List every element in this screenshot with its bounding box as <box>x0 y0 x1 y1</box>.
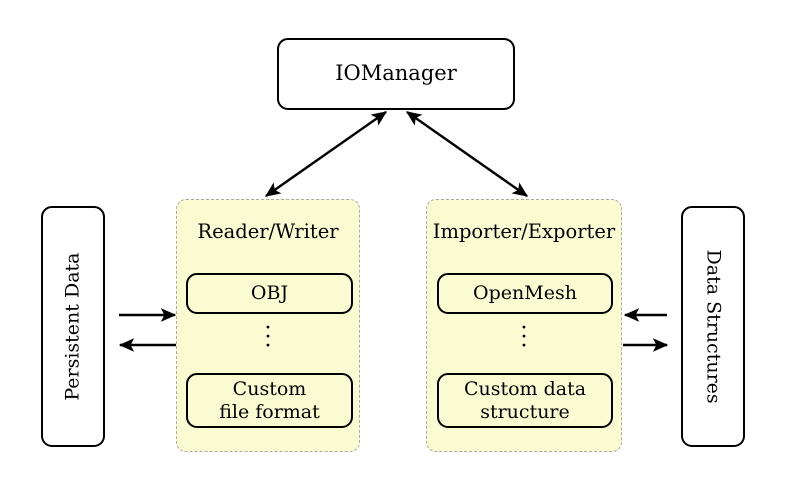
panel-reader-writer-item-custom-file-format-line2: file format <box>219 400 320 423</box>
panel-reader-writer-item-custom-file-format[interactable]: Custom file format <box>186 373 353 428</box>
panel-importer-exporter-title: Importer/Exporter <box>432 220 616 243</box>
node-data-structures-label: Data Structures <box>702 249 725 404</box>
connector-iomanager-importer-exporter <box>405 111 529 197</box>
panel-reader-writer[interactable]: Reader/Writer OBJ · · · Custom file form… <box>176 199 360 452</box>
node-iomanager[interactable]: IOManager <box>277 38 515 110</box>
node-persistent-data[interactable]: Persistent Data <box>41 206 105 447</box>
panel-reader-writer-title: Reader/Writer <box>197 220 339 243</box>
panel-reader-writer-ellipsis: · · · <box>264 316 272 360</box>
panel-reader-writer-item-custom-file-format-line1: Custom <box>232 378 307 401</box>
panel-importer-exporter-item-openmesh-label: OpenMesh <box>473 282 577 305</box>
panel-importer-exporter-item-custom-data-structure-line2: structure <box>480 400 570 423</box>
node-data-structures[interactable]: Data Structures <box>681 206 745 447</box>
panel-importer-exporter[interactable]: Importer/Exporter OpenMesh · · · Custom … <box>426 199 622 452</box>
panel-importer-exporter-item-openmesh[interactable]: OpenMesh <box>437 273 613 314</box>
panel-importer-exporter-item-custom-data-structure[interactable]: Custom data structure <box>437 373 613 428</box>
panel-importer-exporter-item-custom-data-structure-line1: Custom data <box>463 378 587 401</box>
panel-reader-writer-item-obj-label: OBJ <box>250 282 289 305</box>
panel-importer-exporter-ellipsis: · · · <box>520 316 528 360</box>
node-iomanager-label: IOManager <box>335 61 457 86</box>
panel-reader-writer-item-obj[interactable]: OBJ <box>186 273 353 314</box>
connector-iomanager-reader-writer <box>264 111 388 197</box>
node-persistent-data-label: Persistent Data <box>61 252 84 401</box>
